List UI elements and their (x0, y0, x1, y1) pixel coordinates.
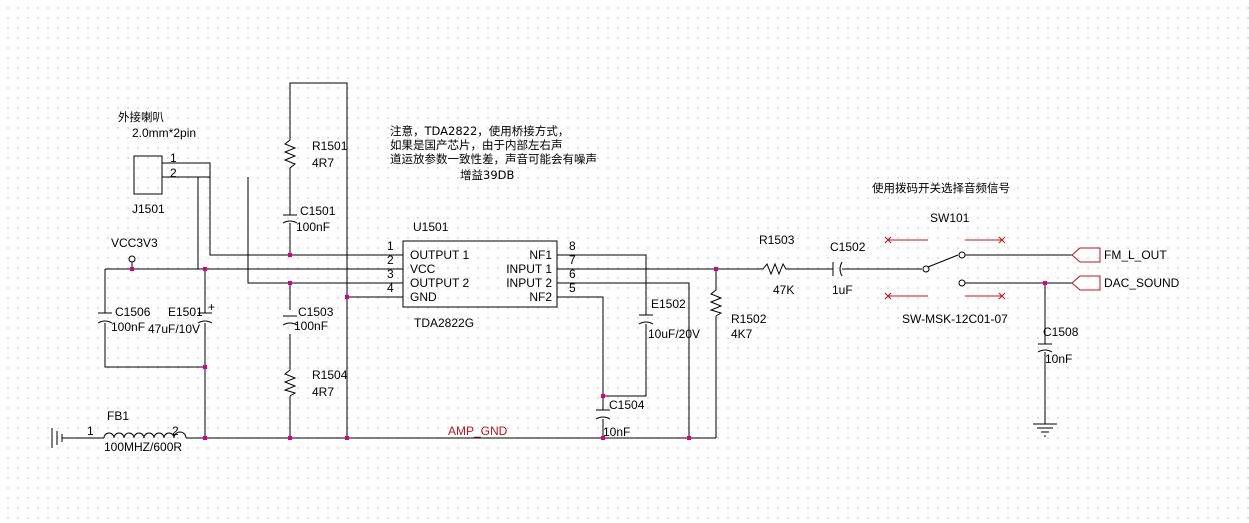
capacitor-c1506: C1506 100nF (97, 305, 151, 334)
e1501-ref: E1501 (168, 305, 203, 319)
fb1-ref: FB1 (107, 409, 129, 423)
r1503-value: 47K (773, 283, 794, 297)
port-fm-label: FM_L_OUT (1104, 248, 1167, 262)
ic-pin-num-1: 1 (387, 239, 394, 253)
switch-note: 使用拨码开关选择音频信号 (872, 181, 1010, 195)
c1502-ref: C1502 (830, 240, 866, 254)
capacitor-c1504: C1504 10nF (595, 398, 645, 439)
r1501-ref: R1501 (312, 139, 348, 153)
capacitor-c1503: C1503 100nF (282, 305, 334, 333)
connector-j1501: 外接喇叭 2.0mm*2pin 1 2 J1501 (118, 110, 196, 216)
port-fm: FM_L_OUT (1071, 247, 1167, 263)
port-dac-label: DAC_SOUND (1104, 276, 1180, 290)
ic-pin-name-3: OUTPUT 2 (410, 276, 469, 290)
fb1-pin2: 2 (172, 424, 179, 438)
c1508-value: 10nF (1045, 352, 1072, 366)
ic-pin-name-7: INPUT 1 (506, 262, 552, 276)
r1502-value: 4K7 (731, 327, 753, 341)
e1502-value: 10uF/20V (648, 327, 700, 341)
ic-pin-num-4: 4 (387, 281, 394, 295)
ic-pin-num-8: 8 (569, 239, 576, 253)
c1502-value: 1uF (832, 283, 853, 297)
r1504-value: 4R7 (312, 385, 334, 399)
junctions (130, 253, 1047, 440)
ic-pin-name-6: INPUT 2 (506, 276, 552, 290)
r1501-value: 4R7 (312, 156, 334, 170)
ic-pin-num-5: 5 (569, 281, 576, 295)
e1501-value: 47uF/10V (148, 322, 200, 336)
vcc-symbol: VCC3V3 (111, 236, 158, 263)
electrolytic-e1501: + E1501 47uF/10V (148, 300, 215, 336)
port-dac: DAC_SOUND (1071, 275, 1180, 291)
sw101-ref: SW101 (930, 211, 970, 225)
ic-u1501: U1501 1 2 3 4 OUTPUT 1 VCC OUTPUT 2 GND … (385, 220, 576, 330)
ic-pin-name-8: NF1 (529, 248, 552, 262)
c1508-ref: C1508 (1043, 325, 1079, 339)
fb1-value: 100MHZ/600R (104, 440, 182, 454)
note-block: 注意，TDA2822，使用桥接方式， 如果是国产芯片，由于内部左右声 道运放参数… (390, 124, 597, 182)
ic-pin-name-5: NF2 (529, 290, 552, 304)
note-line3: 道运放参数一致性差，声音可能会有噪声 (390, 152, 597, 166)
resistor-r1504: R1504 4R7 (283, 364, 348, 399)
ic-pin-num-3: 3 (387, 267, 394, 281)
c1504-ref: C1504 (609, 398, 645, 412)
note-line2: 如果是国产芯片，由于内部左右声 (390, 138, 563, 152)
switch-sw101: 使用拨码开关选择音频信号 SW101 SW-MSK-12C01-07 (872, 181, 1010, 326)
connector-pin1: 1 (170, 151, 177, 165)
c1501-ref: C1501 (300, 204, 336, 218)
c1506-value: 100nF (111, 320, 145, 334)
connector-pin2: 2 (170, 166, 177, 180)
ic-ref: U1501 (413, 220, 449, 234)
wires (66, 82, 1072, 439)
e1502-ref: E1502 (651, 297, 686, 311)
connector-ref: J1501 (132, 202, 165, 216)
r1504-ref: R1504 (312, 368, 348, 382)
connector-title: 外接喇叭 (118, 110, 164, 124)
amp-gnd-label: AMP_GND (448, 424, 508, 438)
capacitor-c1508: C1508 10nF (1037, 325, 1079, 366)
ic-pin-num-2: 2 (387, 253, 394, 267)
ic-pin-num-7: 7 (569, 253, 576, 267)
connector-spec: 2.0mm*2pin (132, 126, 196, 140)
c1504-value: 10nF (603, 425, 630, 439)
resistor-r1501: R1501 4R7 (283, 132, 348, 176)
resistor-r1502: R1502 4K7 (709, 284, 767, 341)
ground-right (1033, 423, 1057, 437)
svg-text:+: + (208, 300, 215, 314)
c1503-ref: C1503 (298, 305, 334, 319)
c1503-value: 100nF (294, 319, 328, 333)
vcc-label: VCC3V3 (111, 236, 158, 250)
ic-part: TDA2822G (414, 316, 474, 330)
electrolytic-e1502: E1502 10uF/20V (638, 297, 700, 341)
note-line1: 注意，TDA2822，使用桥接方式， (390, 124, 569, 138)
ic-pin-name-4: GND (410, 290, 437, 304)
capacitor-c1501: C1501 100nF (282, 204, 336, 234)
capacitor-c1502: C1502 1uF (830, 240, 866, 297)
note-line4: 增益39DB (460, 168, 514, 182)
ic-pin-name-2: VCC (410, 262, 436, 276)
c1501-value: 100nF (296, 220, 330, 234)
ferrite-fb1: FB1 1 2 100MHZ/600R (87, 409, 187, 454)
resistor-r1503: R1503 47K (758, 233, 795, 297)
ic-pin-name-1: OUTPUT 1 (410, 248, 469, 262)
r1502-ref: R1502 (731, 312, 767, 326)
ic-pin-num-6: 6 (569, 267, 576, 281)
ground-left (51, 428, 66, 448)
sw101-value: SW-MSK-12C01-07 (902, 312, 1008, 326)
c1506-ref: C1506 (115, 305, 151, 319)
fb1-pin1: 1 (87, 424, 94, 438)
r1503-ref: R1503 (759, 233, 795, 247)
